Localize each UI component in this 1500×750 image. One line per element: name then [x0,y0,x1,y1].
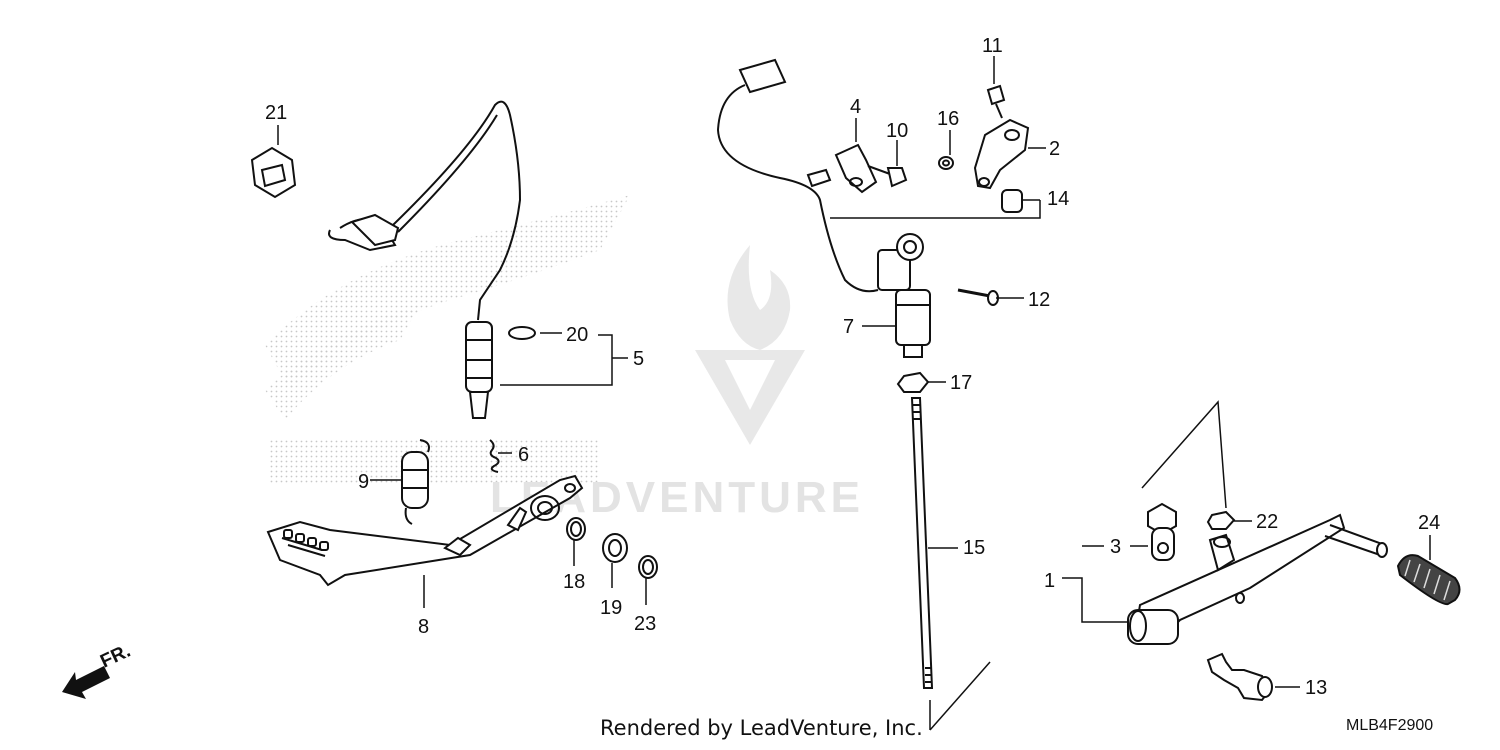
callout-18: 18 [563,571,585,593]
leader-lines-center [830,56,1046,731]
callout-20: 20 [566,324,588,346]
part-20-ring [508,326,536,340]
callout-2: 2 [1049,138,1060,160]
callout-labels: 1 2 3 4 5 6 7 8 9 10 11 12 13 14 15 16 1… [265,35,1440,699]
part-5-stop-switch [328,100,522,419]
part-3-joint [1147,502,1177,561]
render-credit: Rendered by LeadVenture, Inc. [600,716,923,740]
part-21-clip [250,146,297,199]
callout-21: 21 [265,102,287,124]
callout-5: 5 [633,348,644,370]
part-22-nut [1206,510,1236,530]
dotted-wing-watermark [265,195,630,485]
callout-22: 22 [1256,511,1278,533]
part-13-bolt [1206,652,1273,702]
part-17-nut [896,371,930,393]
callout-8: 8 [418,616,429,638]
callout-14: 14 [1047,188,1069,210]
leader-lines-right [1062,400,1431,688]
diagram-code: MLB4F2900 [1346,717,1434,734]
callout-15: 15 [963,537,985,559]
part-9-spring [401,439,430,525]
front-direction-arrow-icon: FR. [62,641,134,699]
callout-11: 11 [982,35,1003,57]
callout-6: 6 [518,444,529,466]
part-18-washer [566,517,586,541]
callout-1: 1 [1044,570,1055,592]
part-4-bracket [834,143,878,194]
part-6-spring [489,439,500,473]
part-12-bolt [957,288,999,306]
leader-lines-left [277,125,647,608]
callout-9: 9 [358,471,369,493]
part-2-arm [973,118,1030,190]
part-11-bolt [986,84,1006,119]
part-14-collar [1001,189,1023,213]
part-1-shift-pedal [1127,513,1388,645]
part-23-clip [638,555,658,579]
callout-7: 7 [843,316,854,338]
callout-17: 17 [950,372,972,394]
callout-16: 16 [937,108,959,130]
callout-12: 12 [1028,289,1050,311]
callout-24: 24 [1418,512,1440,534]
part-15-rod [910,397,934,689]
callout-23: 23 [634,613,656,635]
callout-3: 3 [1110,536,1121,558]
callout-19: 19 [600,597,622,619]
callout-4: 4 [850,96,861,118]
part-8-brake-pedal [266,474,584,587]
part-24-rubber [1396,554,1461,606]
part-19-washer [602,533,628,563]
part-16-washer [938,156,954,170]
callout-10: 10 [886,120,908,142]
flame-v-logo [695,245,805,445]
part-7-shift-switch [716,58,931,358]
part-10-bolt [867,165,908,188]
callout-13: 13 [1305,677,1327,699]
